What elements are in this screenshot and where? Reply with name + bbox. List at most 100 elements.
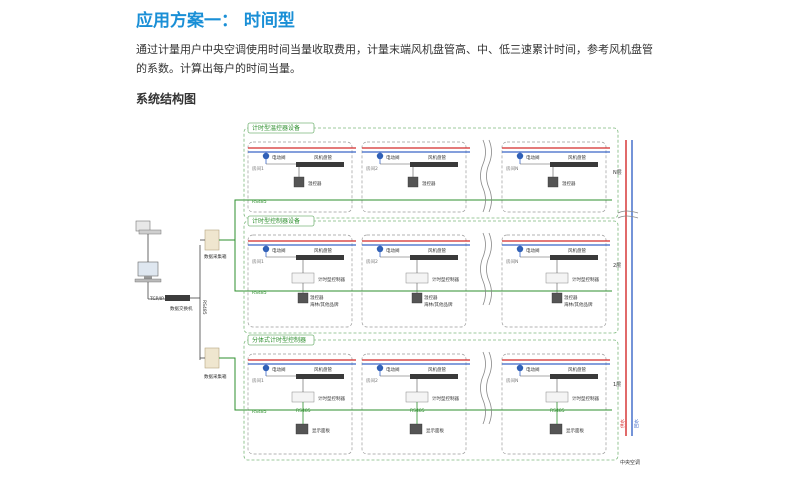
switch-icon	[165, 295, 190, 301]
room-label: 房间1	[252, 165, 264, 172]
room-label: 房间1	[252, 377, 264, 384]
fancoil-label: 风机盘管	[314, 247, 332, 254]
keyboard-icon	[134, 278, 162, 283]
break-mark	[617, 210, 639, 214]
room-label: 房间N	[506, 258, 518, 265]
fancoil-label: 风机盘管	[428, 154, 446, 161]
valve-label: 电动阀	[386, 247, 400, 254]
fancoil-label: 风机盘管	[428, 247, 446, 254]
central-ac-label: 中央空调	[620, 459, 640, 466]
display-panel-label: 显示面板	[566, 427, 584, 434]
controller-icon	[291, 391, 315, 403]
break-mark	[480, 351, 486, 425]
fancoil-icon	[296, 162, 344, 167]
switch-label: 数据交换机	[170, 305, 193, 312]
valve-label: 电动阀	[526, 247, 540, 254]
controller-label: 计时型控制器	[432, 395, 459, 402]
intro-paragraph: 通过计量用户中央空调使用时间当量收取费用，计量末端风机盘管高、中、低三速累计时间…	[136, 43, 653, 75]
group-title: 分体式计时型控制器	[252, 336, 306, 344]
room-frame	[501, 234, 607, 328]
display-panel-label: 显示面板	[426, 427, 444, 434]
page-title: 应用方案一： 时间型	[136, 11, 295, 31]
thermostat-icon	[411, 292, 423, 304]
thermostat-label: 温控器	[308, 180, 322, 187]
floor-label: 2层	[613, 263, 621, 269]
room-frame	[361, 353, 467, 455]
room-frame	[247, 234, 353, 328]
valve-label: 电动阀	[526, 366, 540, 373]
return-label: 回水	[633, 419, 640, 428]
server-base-icon	[138, 229, 162, 235]
fancoil-label: 风机盘管	[568, 154, 586, 161]
group-frame	[243, 127, 619, 219]
valve-label: 电动阀	[272, 366, 286, 373]
floor-label: N层	[613, 170, 622, 176]
rs485-vertical-label: RS485	[201, 300, 207, 315]
group-title-tab	[247, 122, 315, 134]
group-title: 计时型温控器设备	[252, 124, 300, 132]
break-mark	[617, 215, 639, 219]
monitor-stand-icon	[144, 276, 152, 279]
room-label: 房间N	[506, 165, 518, 172]
fancoil-label: 风机盘管	[568, 366, 586, 373]
valve-label: 电动阀	[386, 366, 400, 373]
thermostat-label: 温控器	[564, 294, 578, 301]
server-icon	[135, 220, 151, 232]
controller-icon	[545, 391, 569, 403]
room-label: 房间1	[252, 258, 264, 265]
group-title-tab	[247, 334, 315, 346]
group-title-tab	[247, 215, 315, 227]
fancoil-icon	[410, 162, 458, 167]
rs485-label: RS485	[252, 290, 267, 296]
valve-label: 电动阀	[272, 247, 286, 254]
controller-label: 计时型控制器	[318, 276, 345, 283]
thermostat-label: 温控器	[424, 294, 438, 301]
fancoil-icon	[296, 374, 344, 379]
brand-note-label: 海林/其他品牌	[310, 301, 339, 308]
room-frame	[247, 353, 353, 455]
break-mark	[480, 232, 486, 306]
room-label: 房间2	[366, 258, 378, 265]
fancoil-icon	[296, 255, 344, 260]
monitor-icon	[137, 261, 159, 277]
controller-icon	[291, 272, 315, 284]
room-frame	[501, 353, 607, 455]
room-frame	[247, 141, 353, 213]
valve-label: 电动阀	[526, 154, 540, 161]
valve-label: 电动阀	[272, 154, 286, 161]
rs485-label: RS485	[252, 409, 267, 415]
group-frame	[243, 339, 619, 461]
controller-icon	[545, 272, 569, 284]
floor-label: 1层	[613, 382, 621, 388]
bus-line	[219, 357, 248, 411]
controller-icon	[405, 391, 429, 403]
thermostat-icon	[547, 176, 559, 188]
break-mark	[486, 351, 492, 425]
group-frame	[243, 220, 619, 334]
collector-box-icon	[204, 347, 220, 369]
display-panel-icon	[549, 423, 563, 435]
group-title: 计时型控制器设备	[252, 217, 300, 225]
fancoil-icon	[550, 374, 598, 379]
controller-label: 计时型控制器	[432, 276, 459, 283]
fancoil-label: 风机盘管	[314, 366, 332, 373]
collector-label-1: 数据采集箱	[204, 253, 227, 260]
thermostat-icon	[407, 176, 419, 188]
valve-label: 电动阀	[386, 154, 400, 161]
display-panel-icon	[409, 423, 423, 435]
fancoil-icon	[410, 255, 458, 260]
bus-line	[219, 199, 248, 241]
controller-label: 计时型控制器	[572, 395, 599, 402]
thermostat-icon	[293, 176, 305, 188]
bus-line	[234, 240, 248, 292]
room-label: 房间2	[366, 377, 378, 384]
controller-icon	[405, 272, 429, 284]
fancoil-icon	[550, 162, 598, 167]
room-frame	[361, 234, 467, 328]
collector-box-icon	[204, 229, 220, 251]
thermostat-label: 温控器	[422, 180, 436, 187]
brand-note-label: 海林/其他品牌	[564, 301, 593, 308]
fancoil-label: 风机盘管	[314, 154, 332, 161]
collector-label-2: 数据采集箱	[204, 373, 227, 380]
